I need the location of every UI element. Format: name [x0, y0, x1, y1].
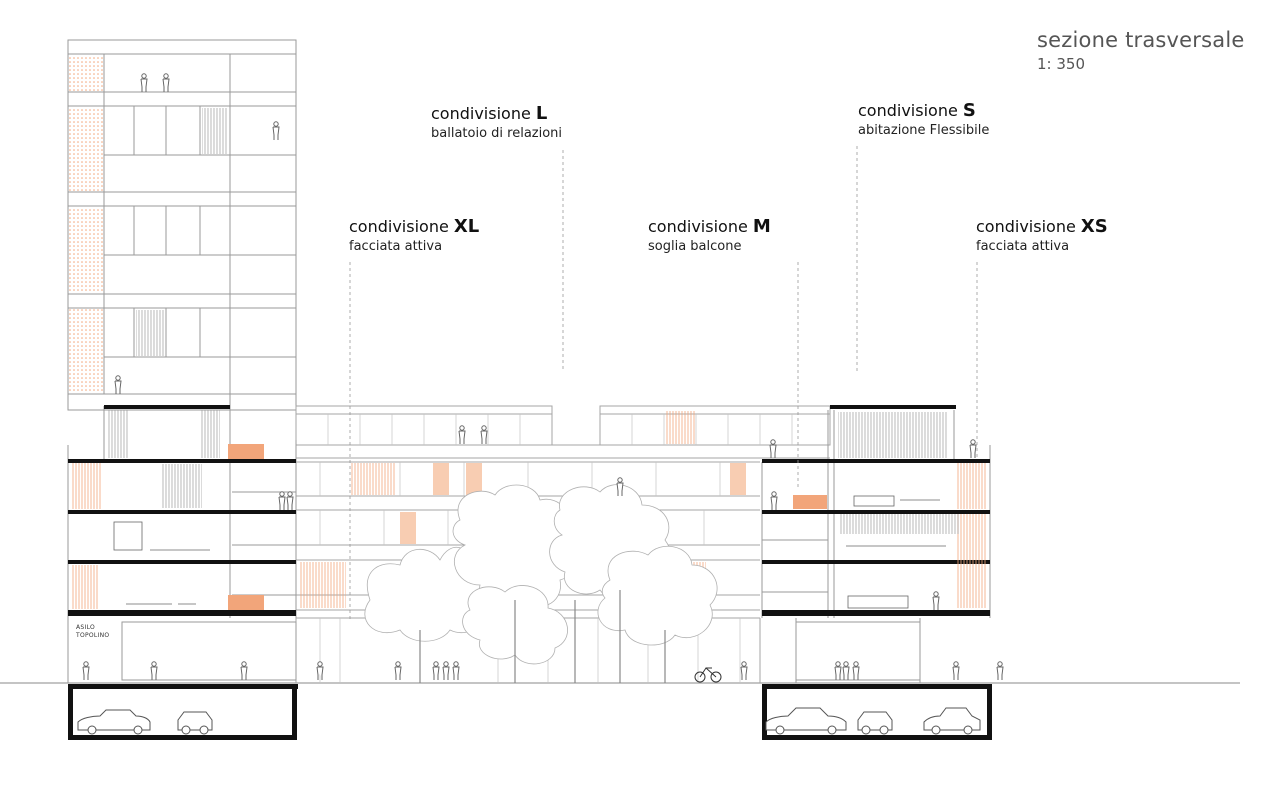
label-xs: condivisione XS facciata attiva — [976, 216, 1108, 254]
drawing-title: sezione trasversale — [1037, 28, 1245, 52]
label-m: condivisione M soglia balcone — [648, 216, 771, 254]
person-figure — [316, 661, 324, 680]
label-m-size: M — [752, 216, 771, 237]
person-figure — [82, 661, 90, 680]
person-figure — [852, 661, 860, 680]
label-s-prefix: condivisione — [858, 101, 958, 120]
left-slabs — [68, 405, 298, 740]
person-figure — [770, 491, 778, 510]
person-figure — [150, 661, 158, 680]
drawing-scale: 1: 350 — [1037, 55, 1085, 73]
label-xl-prefix: condivisione — [349, 217, 449, 236]
person-figure — [452, 661, 460, 680]
label-xl-desc: facciata attiva — [349, 239, 443, 254]
label-xl: condivisione XL facciata attiva — [349, 216, 479, 254]
person-figure — [969, 439, 977, 458]
label-l-desc: ballatoio di relazioni — [431, 126, 563, 141]
label-m-heading: condivisione M — [648, 216, 771, 237]
person-figure — [769, 439, 777, 458]
label-xl-heading: condivisione XL — [349, 216, 479, 237]
bicycle — [694, 667, 722, 683]
label-xl-size: XL — [453, 216, 480, 237]
label-s-heading: condivisione S — [858, 100, 989, 121]
person-figure — [240, 661, 248, 680]
leader-lines — [349, 146, 978, 620]
person-figure — [952, 661, 960, 680]
person-figure — [996, 661, 1004, 680]
label-l-prefix: condivisione — [431, 104, 531, 123]
person-figure — [616, 477, 624, 496]
label-xs-size: XS — [1080, 216, 1108, 237]
label-s-size: S — [962, 100, 976, 121]
label-xs-heading: condivisione XS — [976, 216, 1108, 237]
label-xs-prefix: condivisione — [976, 217, 1076, 236]
person-figure — [114, 375, 122, 394]
tree-trunks — [419, 590, 666, 683]
right-slabs — [762, 405, 992, 740]
left-tower — [67, 39, 297, 411]
nursery-line2: TOPOLINO — [76, 632, 110, 639]
label-s: condivisione S abitazione Flessibile — [858, 100, 989, 138]
right-furniture — [846, 495, 946, 609]
person-figure — [140, 73, 148, 92]
person-figure — [162, 73, 170, 92]
person-figure — [458, 425, 466, 444]
left-orange-elements — [72, 410, 264, 610]
cars — [77, 707, 981, 731]
trees — [364, 484, 718, 665]
label-m-desc: soglia balcone — [648, 239, 742, 254]
people — [82, 73, 1004, 680]
right-orange-elements — [793, 412, 987, 608]
label-l-size: L — [535, 103, 548, 124]
label-xs-desc: facciata attiva — [976, 239, 1070, 254]
person-figure — [834, 661, 842, 680]
person-figure — [932, 591, 940, 610]
nursery-tag: ASILO TOPOLINO — [76, 624, 109, 640]
person-figure — [432, 661, 440, 680]
label-l: condivisione L ballatoio di relazioni — [431, 103, 562, 141]
person-figure — [442, 661, 450, 680]
car-wheels — [87, 725, 973, 735]
person-figure — [842, 661, 850, 680]
person-figure — [740, 661, 748, 680]
label-s-desc: abitazione Flessibile — [858, 123, 990, 138]
tower-orange-panels — [69, 55, 228, 393]
left-furniture — [113, 521, 210, 605]
person-figure — [394, 661, 402, 680]
person-figure — [480, 425, 488, 444]
label-m-prefix: condivisione — [648, 217, 748, 236]
nursery-line1: ASILO — [76, 624, 96, 631]
label-l-heading: condivisione L — [431, 103, 562, 124]
person-figure — [286, 491, 294, 510]
person-figure — [272, 121, 280, 140]
person-figure — [278, 491, 286, 510]
